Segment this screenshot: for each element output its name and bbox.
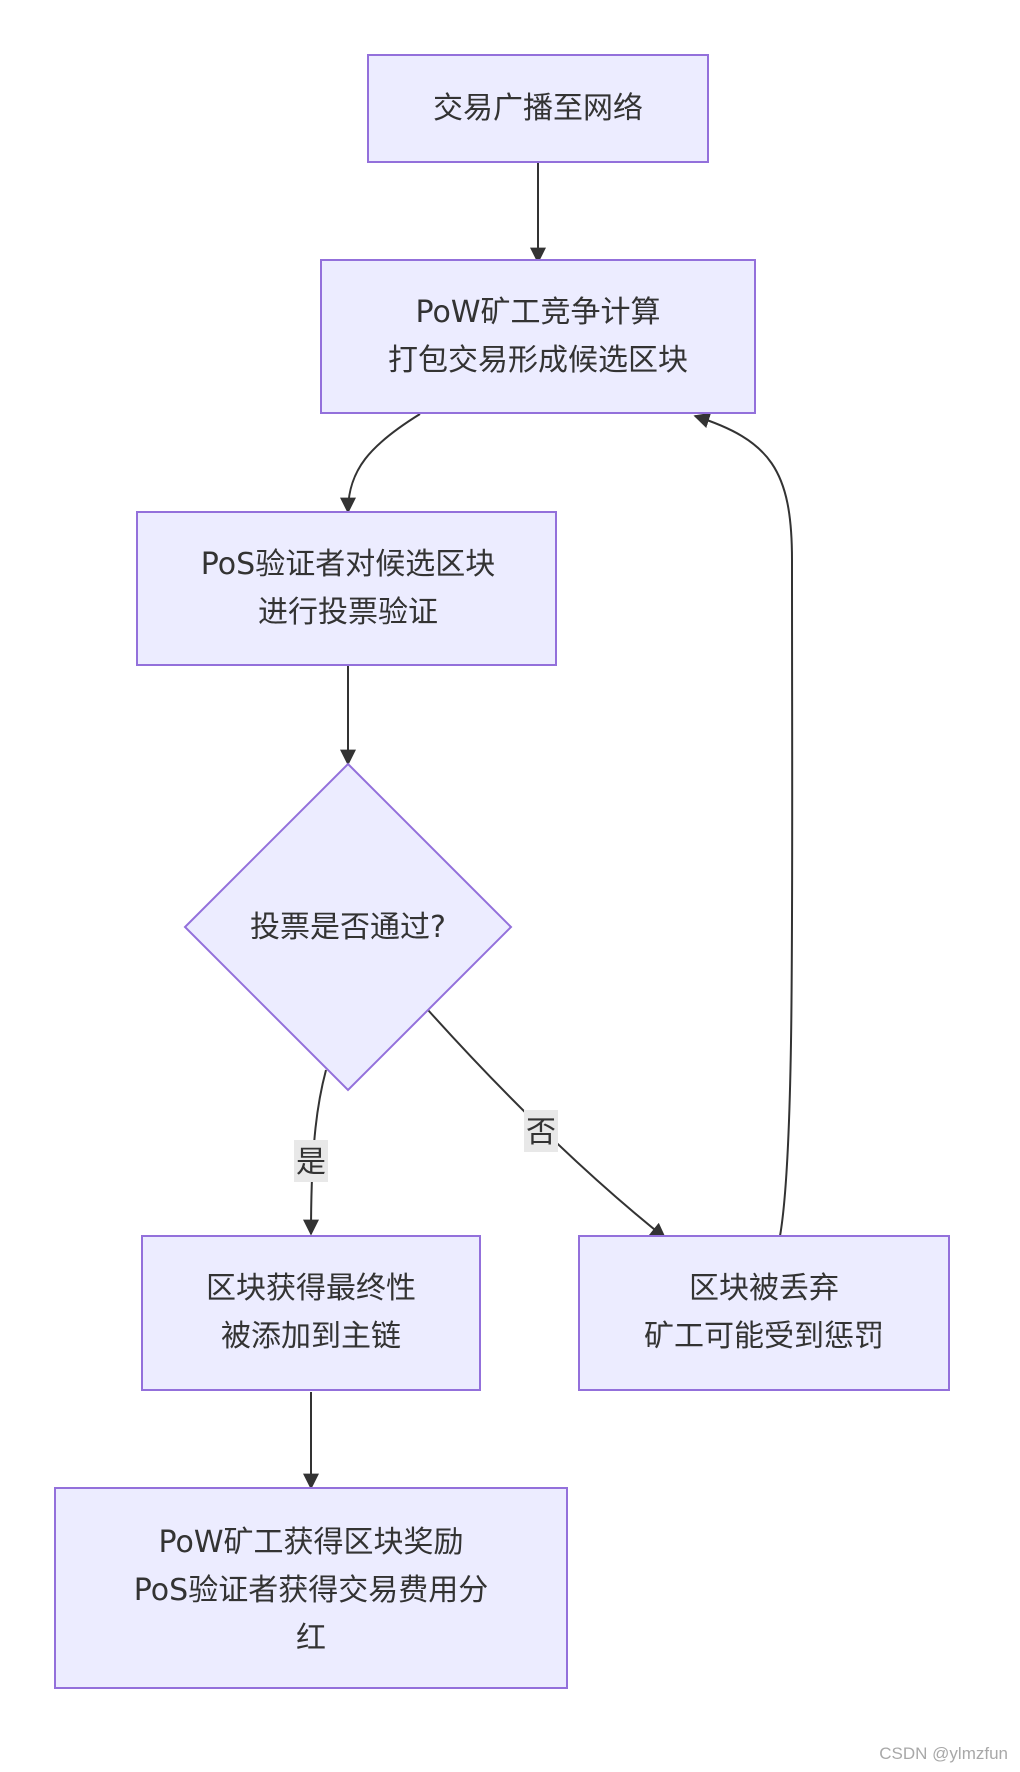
node-broadcast: 交易广播至网络	[367, 54, 709, 163]
node-pos-vote-line-1: PoS验证者对候选区块	[201, 547, 495, 582]
node-discard-line-2: 矿工可能受到惩罚	[644, 1319, 884, 1354]
node-discard-line-1: 区块被丢弃	[689, 1271, 839, 1306]
node-finality-line-2: 被添加到主链	[221, 1319, 401, 1354]
node-decision: 投票是否通过?	[183, 762, 513, 1092]
edge-pow-to-pos	[340, 413, 421, 514]
node-pos-vote-line-2: 进行投票验证	[258, 595, 438, 630]
node-pos-vote: PoS验证者对候选区块 进行投票验证	[136, 511, 557, 666]
node-pow-compete: PoW矿工竞争计算 打包交易形成候选区块	[320, 259, 756, 414]
node-broadcast-line-1: 交易广播至网络	[433, 91, 643, 126]
edge-discard-to-pow	[693, 412, 794, 1237]
node-reward-line-1: PoW矿工获得区块奖励	[158, 1525, 463, 1560]
node-pow-compete-line-1: PoW矿工竞争计算	[415, 295, 660, 330]
node-discard: 区块被丢弃 矿工可能受到惩罚	[578, 1235, 950, 1391]
edge-decision-yes	[303, 1069, 327, 1236]
svg-text:是: 是	[296, 1145, 326, 1180]
node-finality: 区块获得最终性 被添加到主链	[141, 1235, 481, 1391]
node-reward-line-2: PoS验证者获得交易费用分	[134, 1573, 488, 1608]
node-pow-compete-line-2: 打包交易形成候选区块	[388, 343, 688, 378]
svg-text:否: 否	[526, 1115, 556, 1150]
watermark: CSDN @ylmzfun	[879, 1744, 1008, 1763]
node-reward-line-3: 红	[296, 1621, 326, 1656]
edge-label-no: 否	[524, 1110, 558, 1152]
node-decision-label: 投票是否通过?	[250, 910, 446, 945]
node-reward: PoW矿工获得区块奖励 PoS验证者获得交易费用分 红	[54, 1487, 568, 1689]
node-finality-line-1: 区块获得最终性	[206, 1271, 416, 1306]
edge-label-yes: 是	[294, 1140, 328, 1182]
